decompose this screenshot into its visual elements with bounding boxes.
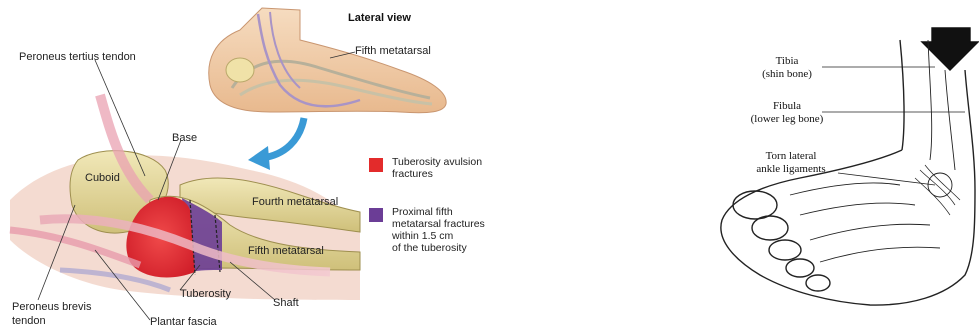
legend-item-purple-line2: metatarsal fractures	[392, 219, 485, 231]
label-fourth-metatarsal: Fourth metatarsal	[252, 196, 338, 208]
label-tuberosity: Tuberosity	[180, 288, 231, 300]
label-base: Base	[172, 132, 197, 144]
label-tibia: Tibia	[752, 55, 822, 67]
label-fifth-metatarsal-inset: Fifth metatarsal	[355, 45, 431, 57]
label-shaft: Shaft	[273, 297, 299, 309]
label-fibula: Fibula	[745, 100, 829, 112]
legend-item-purple-line1: Proximal fifth	[392, 207, 453, 219]
force-arrow	[922, 28, 978, 70]
legend-item-purple-line3: within 1.5 cm	[392, 231, 453, 243]
label-fibula-sub: (lower leg bone)	[745, 113, 829, 125]
label-peroneus-brevis: Peroneus brevis	[12, 301, 92, 313]
view-title: Lateral view	[348, 12, 411, 24]
label-fifth-metatarsal: Fifth metatarsal	[248, 245, 324, 257]
legend-item-red-line1: Tuberosity avulsion	[392, 157, 482, 169]
right-leader-lines	[822, 67, 965, 185]
label-tibia-sub: (shin bone)	[752, 68, 822, 80]
label-plantar-fascia: Plantar fascia	[150, 316, 217, 328]
label-torn-ligaments: Torn lateral	[745, 150, 837, 162]
legend-swatch-purple	[369, 208, 383, 222]
legend-item-purple-line4: of the tuberosity	[392, 243, 467, 255]
legend-item-red-line2: fractures	[392, 169, 433, 181]
label-peroneus-brevis-tendon: tendon	[12, 315, 46, 327]
label-cuboid: Cuboid	[85, 172, 120, 184]
label-peroneus-tertius: Peroneus tertius tendon	[19, 51, 136, 63]
legend-swatch-red	[369, 158, 383, 172]
arrow-head	[248, 146, 270, 170]
label-torn-ligaments-sub: ankle ligaments	[745, 163, 837, 175]
